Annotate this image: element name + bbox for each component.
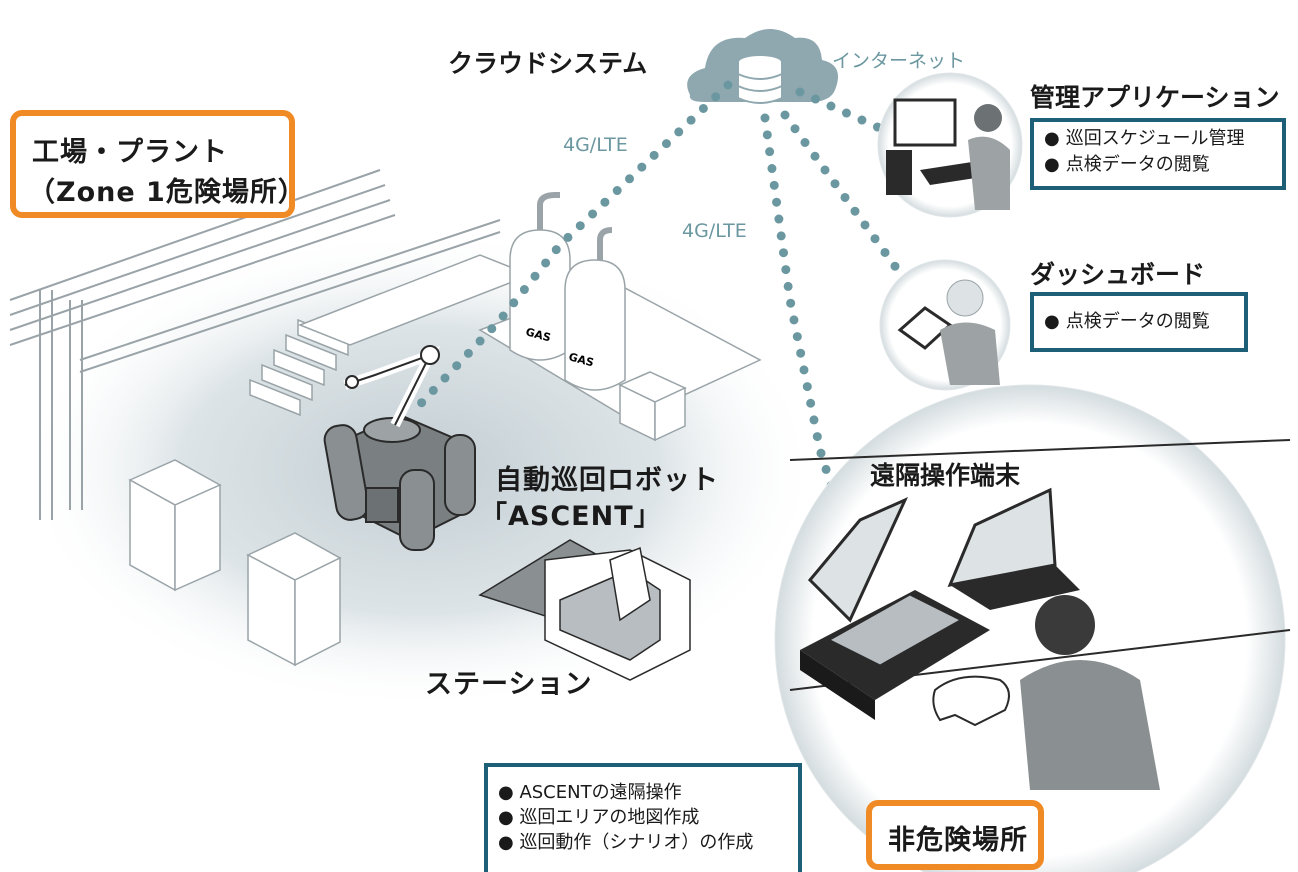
ascent-robot	[323, 345, 476, 551]
link-cloud-dashboard	[780, 110, 910, 285]
charging-station	[478, 539, 691, 681]
dashboard-title: ダッシュボード	[1030, 260, 1206, 289]
lte-label-center: 4G/LTE	[682, 220, 747, 242]
cloud-system-label: クラウドシステム	[448, 49, 648, 78]
dashboard-item: 点検データの閲覧	[1044, 300, 1234, 344]
remote-terminal-list: ● ASCENTの遠隔操作 ● 巡回エリアの地図作成 ● 巡回動作（シナリオ）の…	[498, 780, 753, 855]
management-app-item: 巡回スケジュール管理	[1044, 126, 1272, 152]
robot-label-line2: 「ASCENT」	[480, 501, 662, 532]
remote-terminal-list-box	[484, 763, 802, 872]
hazard-zone-box	[10, 110, 295, 218]
gas-label-right: GAS	[567, 350, 595, 369]
gas-tank-right: GAS	[564, 227, 626, 391]
hazard-zone-label-line2: （Zone 1危険場所）	[28, 177, 306, 208]
gas-label-left: GAS	[524, 325, 552, 344]
management-app-title: 管理アプリケーション	[1030, 83, 1280, 112]
remote-terminal-item: ● 巡回エリアの地図作成	[498, 807, 700, 828]
dashboard-list: 点検データの閲覧	[1030, 292, 1248, 352]
remote-terminal-item: ● 巡回動作（シナリオ）の作成	[498, 832, 754, 853]
management-app-item: 点検データの閲覧	[1044, 152, 1272, 178]
remote-terminal-title: 遠隔操作端末	[870, 461, 1021, 490]
database-icon	[737, 54, 783, 104]
lte-label-left: 4G/LTE	[563, 134, 628, 156]
hazard-zone-label-line1: 工場・プラント	[32, 137, 228, 168]
link-cloud-management	[795, 87, 900, 140]
management-app-illustration	[877, 72, 1023, 218]
floor-box-2	[246, 532, 342, 667]
remote-terminal-illustration	[774, 384, 1291, 872]
remote-terminal-item: ● ASCENTの遠隔操作	[498, 782, 682, 803]
management-app-list: 巡回スケジュール管理 点検データの閲覧	[1030, 118, 1286, 190]
non-hazard-area-box	[866, 800, 1044, 870]
link-cloud-robot	[405, 80, 733, 420]
stairs	[249, 254, 533, 417]
pipes	[9, 169, 501, 520]
dashboard-illustration	[879, 259, 1011, 391]
station-label: ステーション	[425, 669, 593, 700]
internet-label: インターネット	[832, 50, 966, 72]
platform-box	[618, 371, 687, 442]
gas-tank-left: GAS	[509, 192, 571, 361]
robot-label-line1: 自動巡回ロボット	[495, 465, 719, 496]
floor-box-1	[128, 459, 222, 592]
non-hazard-area-label: 非危険場所	[888, 825, 1028, 856]
connection-lines	[405, 80, 910, 535]
